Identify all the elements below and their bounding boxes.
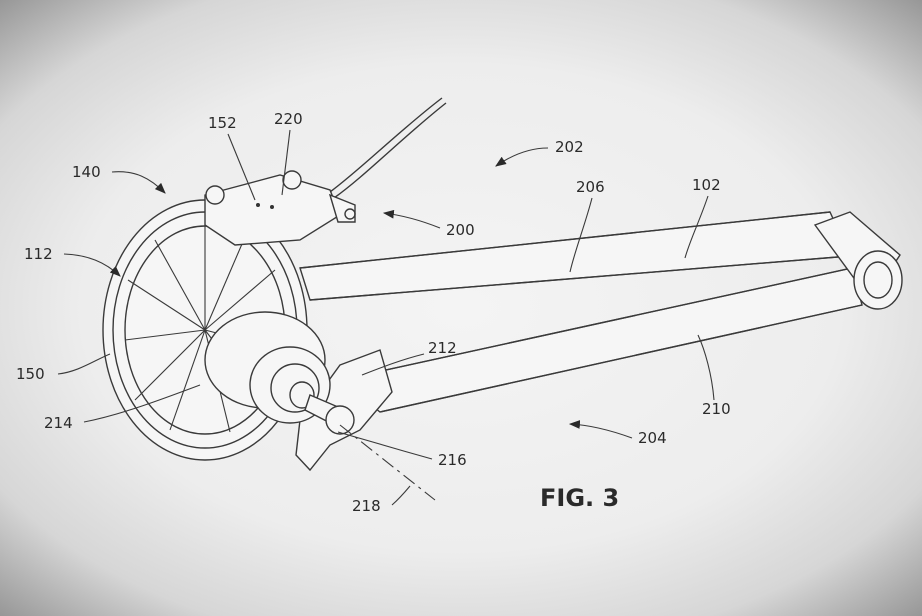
label-102: 102 <box>692 176 721 194</box>
label-202: 202 <box>555 138 584 156</box>
reference-labels: 152 220 140 202 206 102 112 200 150 212 … <box>16 110 731 515</box>
label-204: 204 <box>638 429 667 447</box>
pivot-cylinder <box>813 211 903 310</box>
swingarm-upper-tube <box>299 211 852 301</box>
label-152: 152 <box>208 114 237 132</box>
label-150: 150 <box>16 365 45 383</box>
label-214: 214 <box>44 414 73 432</box>
rear-hub <box>204 311 355 435</box>
brake-hose <box>329 97 443 193</box>
label-220: 220 <box>274 110 303 128</box>
label-140: 140 <box>72 163 101 181</box>
label-218: 218 <box>352 497 381 515</box>
figure-title: FIG. 3 <box>540 484 619 512</box>
label-210: 210 <box>702 400 731 418</box>
label-112: 112 <box>24 245 53 263</box>
label-212: 212 <box>428 339 457 357</box>
label-206: 206 <box>576 178 605 196</box>
label-216: 216 <box>438 451 467 469</box>
label-200: 200 <box>446 221 475 239</box>
brake-caliper <box>204 170 356 246</box>
